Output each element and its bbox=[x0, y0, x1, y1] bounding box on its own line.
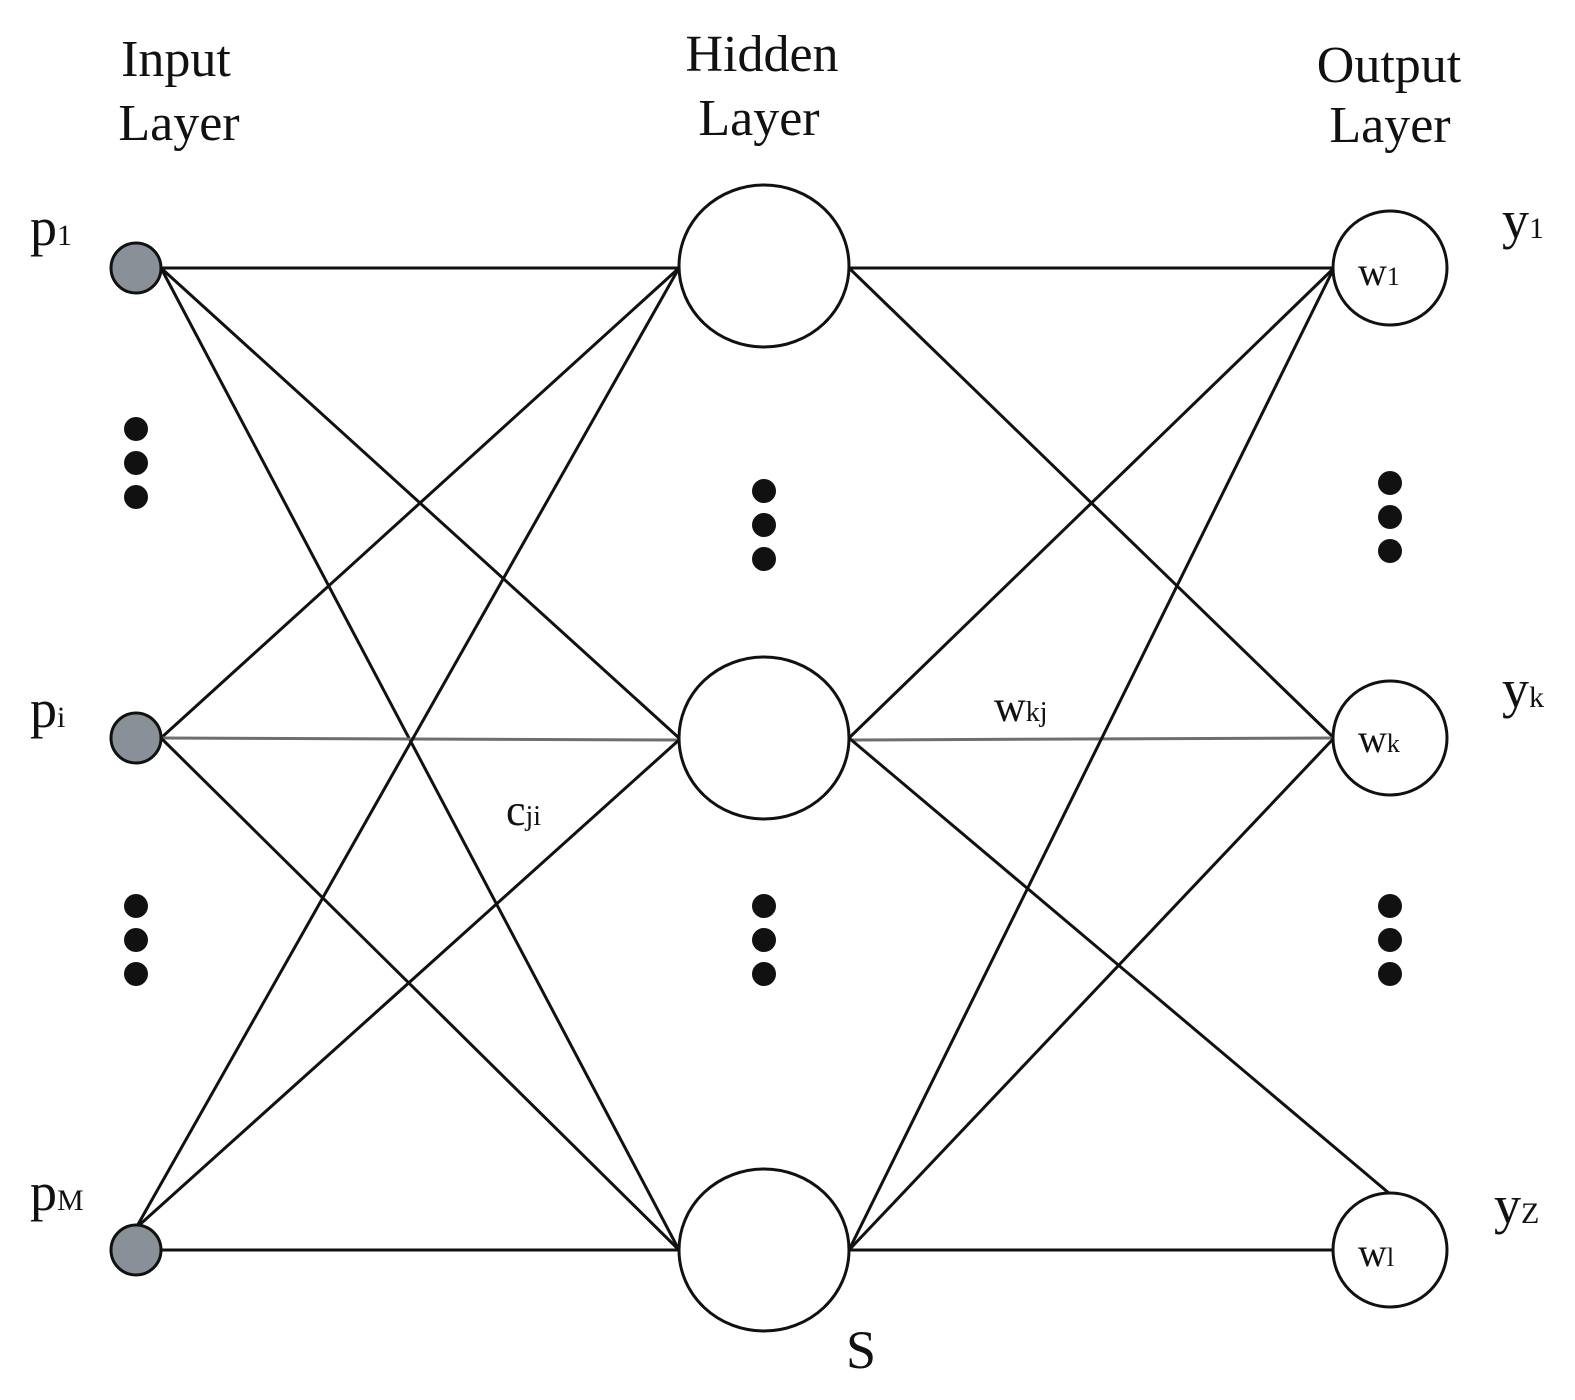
input-label-main: p bbox=[30, 1162, 57, 1222]
node-weight-main: w bbox=[1358, 1230, 1387, 1275]
edges-hidden-output bbox=[847, 266, 1391, 1252]
output-label-main: y bbox=[1494, 1175, 1521, 1235]
edge-p1-h3 bbox=[159, 267, 681, 1251]
output-node-weight-1: w1 bbox=[1358, 249, 1400, 294]
ellipsis-dot bbox=[1378, 962, 1402, 986]
input-ellipsis-top bbox=[124, 417, 148, 509]
node-weight-main: w bbox=[1358, 249, 1387, 294]
ellipsis-dot bbox=[124, 894, 148, 918]
hidden-layer: S bbox=[677, 183, 876, 1380]
edge-h2-o2 bbox=[848, 736, 1335, 742]
input-label-sub: M bbox=[57, 1184, 84, 1217]
edge-pM-h1 bbox=[134, 267, 681, 1229]
output-label-main: y bbox=[1502, 659, 1529, 719]
edge-pi-h3 bbox=[159, 736, 681, 1252]
hidden-ellipsis-bottom bbox=[752, 894, 776, 986]
ellipsis-dot bbox=[1378, 894, 1402, 918]
hidden-count-label: S bbox=[846, 1320, 876, 1380]
input-layer: p1 pi pM bbox=[30, 197, 163, 1277]
ellipsis-dot bbox=[752, 962, 776, 986]
output-layer-title-line2: Layer bbox=[1329, 97, 1450, 154]
input-layer-title-line1: Input bbox=[121, 31, 231, 88]
ellipsis-dot bbox=[752, 479, 776, 503]
ellipsis-dot bbox=[1378, 539, 1402, 563]
ellipsis-dot bbox=[752, 513, 776, 537]
weight-label-main: c bbox=[506, 786, 526, 835]
ellipsis-dot bbox=[124, 962, 148, 986]
weight-label-wkj: wkj bbox=[994, 682, 1048, 731]
hidden-layer-title-line1: Hidden bbox=[685, 26, 838, 83]
node-weight-main: w bbox=[1358, 716, 1387, 761]
edge-h3-o2 bbox=[847, 736, 1336, 1252]
output-label-sub: 1 bbox=[1529, 212, 1544, 245]
input-node-M bbox=[109, 1223, 163, 1277]
input-layer-title-line2: Layer bbox=[118, 95, 239, 152]
output-label-yZ: yZ bbox=[1494, 1175, 1539, 1235]
weight-label-cji: cji bbox=[506, 786, 541, 835]
weight-labels: cji wkj bbox=[506, 682, 1048, 835]
output-node-weight-l: wl bbox=[1358, 1230, 1394, 1275]
edge-h3-o1 bbox=[847, 267, 1336, 1251]
output-label-y1: y1 bbox=[1502, 190, 1544, 250]
ellipsis-dot bbox=[752, 547, 776, 571]
ellipsis-dot bbox=[124, 485, 148, 509]
ellipsis-dot bbox=[1378, 928, 1402, 952]
edge-pM-h2 bbox=[134, 738, 681, 1230]
ellipsis-dot bbox=[752, 894, 776, 918]
weight-label-sub: ji bbox=[525, 801, 542, 832]
input-node-1 bbox=[109, 241, 163, 295]
node-weight-sub: k bbox=[1387, 729, 1400, 758]
node-weight-sub: 1 bbox=[1387, 262, 1400, 291]
input-label-main: p bbox=[30, 679, 57, 739]
ellipsis-dot bbox=[1378, 471, 1402, 495]
edge-h2-o1 bbox=[847, 266, 1336, 740]
weight-label-main: w bbox=[994, 682, 1026, 731]
hidden-node-1 bbox=[677, 183, 851, 349]
output-node-1 bbox=[1331, 209, 1449, 327]
hidden-node-j bbox=[677, 655, 851, 821]
output-label-sub: Z bbox=[1521, 1197, 1539, 1230]
output-layer: w1 wk wl y1 yk yZ bbox=[1331, 190, 1544, 1309]
output-node-weight-k: wk bbox=[1358, 716, 1400, 761]
output-label-yk: yk bbox=[1502, 659, 1544, 719]
output-ellipsis-top bbox=[1378, 471, 1402, 563]
hidden-layer-title-line2: Layer bbox=[698, 90, 819, 147]
output-label-sub: k bbox=[1529, 681, 1544, 714]
output-label-main: y bbox=[1502, 190, 1529, 250]
output-ellipsis-bottom bbox=[1378, 894, 1402, 986]
input-label-pi: pi bbox=[30, 679, 65, 739]
ellipsis-dot bbox=[1378, 505, 1402, 529]
hidden-ellipsis-top bbox=[752, 479, 776, 571]
edge-pi-h1 bbox=[159, 266, 681, 740]
input-label-main: p bbox=[30, 197, 57, 257]
edge-pi-h2 bbox=[160, 736, 680, 742]
hidden-node-S bbox=[677, 1167, 851, 1333]
input-ellipsis-bottom bbox=[124, 894, 148, 986]
layer-titles: Input Layer Hidden Layer Output Layer bbox=[118, 26, 1461, 154]
ellipsis-dot bbox=[752, 928, 776, 952]
ellipsis-dot bbox=[124, 417, 148, 441]
edges-input-hidden bbox=[134, 266, 681, 1252]
input-node-i bbox=[109, 711, 163, 765]
ellipsis-dot bbox=[124, 928, 148, 952]
input-label-p1: p1 bbox=[30, 197, 72, 257]
output-layer-title-line1: Output bbox=[1317, 37, 1462, 94]
input-label-sub: i bbox=[57, 701, 65, 734]
output-node-Z bbox=[1331, 1191, 1449, 1309]
ellipsis-dot bbox=[124, 451, 148, 475]
input-label-pM: pM bbox=[30, 1162, 84, 1222]
output-node-k bbox=[1331, 679, 1449, 797]
input-label-sub: 1 bbox=[57, 219, 72, 252]
weight-label-sub: kj bbox=[1026, 697, 1048, 728]
node-weight-sub: l bbox=[1387, 1243, 1394, 1272]
